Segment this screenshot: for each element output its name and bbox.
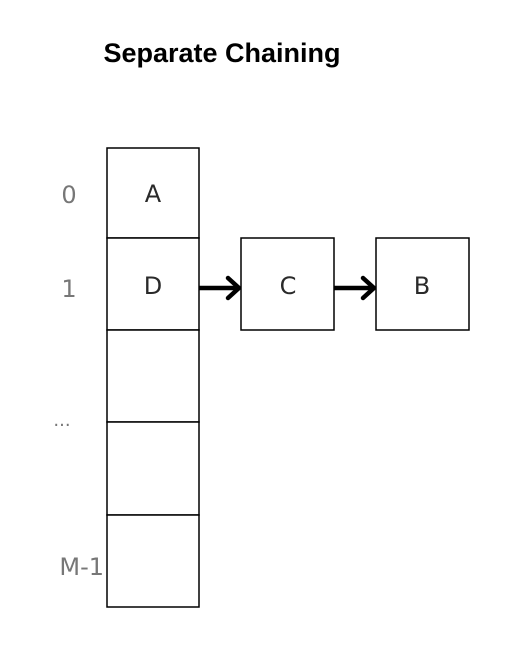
table-slot-2	[106, 329, 200, 423]
chain-node-value: C	[280, 272, 297, 300]
chain-node-box	[375, 237, 470, 331]
index-labels: 0 1 ... M-1	[53, 181, 104, 581]
chain-node-c: C	[240, 237, 335, 331]
index-label-m-1: M-1	[59, 553, 104, 581]
chain-arrow-2	[334, 275, 377, 301]
chain-node-box	[240, 237, 335, 331]
index-label-0: 0	[61, 181, 76, 209]
chain-node-b: B	[375, 237, 470, 331]
table-slot-box	[106, 237, 200, 331]
table-slot-box	[106, 147, 200, 239]
table-slot-m-1	[106, 514, 200, 608]
index-label-ellipsis: ...	[53, 410, 70, 431]
table-slot-box	[106, 329, 200, 423]
diagram-title: Separate Chaining	[103, 38, 340, 68]
table-slot-box	[106, 514, 200, 608]
table-slot-value: D	[144, 272, 162, 300]
table-slot-0: A	[106, 147, 200, 239]
index-label-1: 1	[61, 275, 76, 303]
chain-arrow-1	[199, 275, 242, 301]
table-slot-box	[106, 421, 200, 516]
hash-table: A D	[106, 147, 200, 608]
arrow-head	[360, 275, 377, 301]
arrow-head	[225, 275, 242, 301]
table-slot-3	[106, 421, 200, 516]
table-slot-value: A	[145, 180, 162, 208]
chain-node-value: B	[414, 272, 430, 300]
table-slot-1: D	[106, 237, 200, 331]
